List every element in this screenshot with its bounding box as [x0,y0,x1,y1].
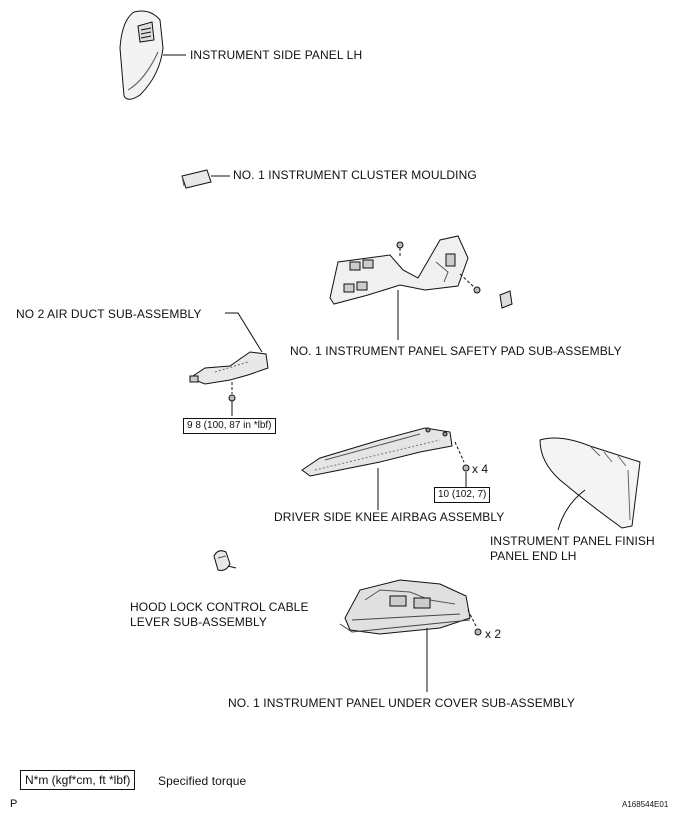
instrument-side-panel-part [119,10,164,100]
label-hood-lock-line1: HOOD LOCK CONTROL CABLE [130,600,309,614]
figure-id: A168544E01 [622,800,669,809]
air-duct-part [188,351,269,416]
safety-pad-part [329,235,513,309]
qty-under-cover-bolts: x 2 [485,627,502,641]
hood-lock-lever-part [213,550,231,571]
finish-panel-part [539,437,641,529]
label-finish-panel-line1: INSTRUMENT PANEL FINISH [490,534,655,548]
torque-box-knee-airbag: 10 (102, 7) [434,487,491,503]
air-duct-leader [225,312,263,353]
legend-torque-unit: N*m (kgf*cm, ft *lbf) [20,770,136,790]
knee-airbag-part [301,427,470,488]
label-under-cover: NO. 1 INSTRUMENT PANEL UNDER COVER SUB-A… [228,696,575,710]
cluster-moulding-part [181,169,212,189]
under-cover-part [339,579,482,636]
footer-left-code: P [10,798,18,810]
label-safety-pad: NO. 1 INSTRUMENT PANEL SAFETY PAD SUB-AS… [290,344,622,358]
torque-box-air-duct: 9 8 (100, 87 in *lbf) [183,418,276,434]
finish-panel-leader [557,489,586,531]
label-instrument-side-panel-lh: INSTRUMENT SIDE PANEL LH [190,48,363,62]
legend-description: Specified torque [158,774,247,788]
qty-airbag-bolts: x 4 [472,462,489,476]
label-air-duct: NO 2 AIR DUCT SUB-ASSEMBLY [16,307,202,321]
label-knee-airbag: DRIVER SIDE KNEE AIRBAG ASSEMBLY [274,510,505,524]
label-cluster-moulding: NO. 1 INSTRUMENT CLUSTER MOULDING [233,168,477,182]
label-hood-lock-line2: LEVER SUB-ASSEMBLY [130,615,267,629]
hood-lock-leader [227,565,237,569]
label-finish-panel-line2: PANEL END LH [490,549,577,563]
